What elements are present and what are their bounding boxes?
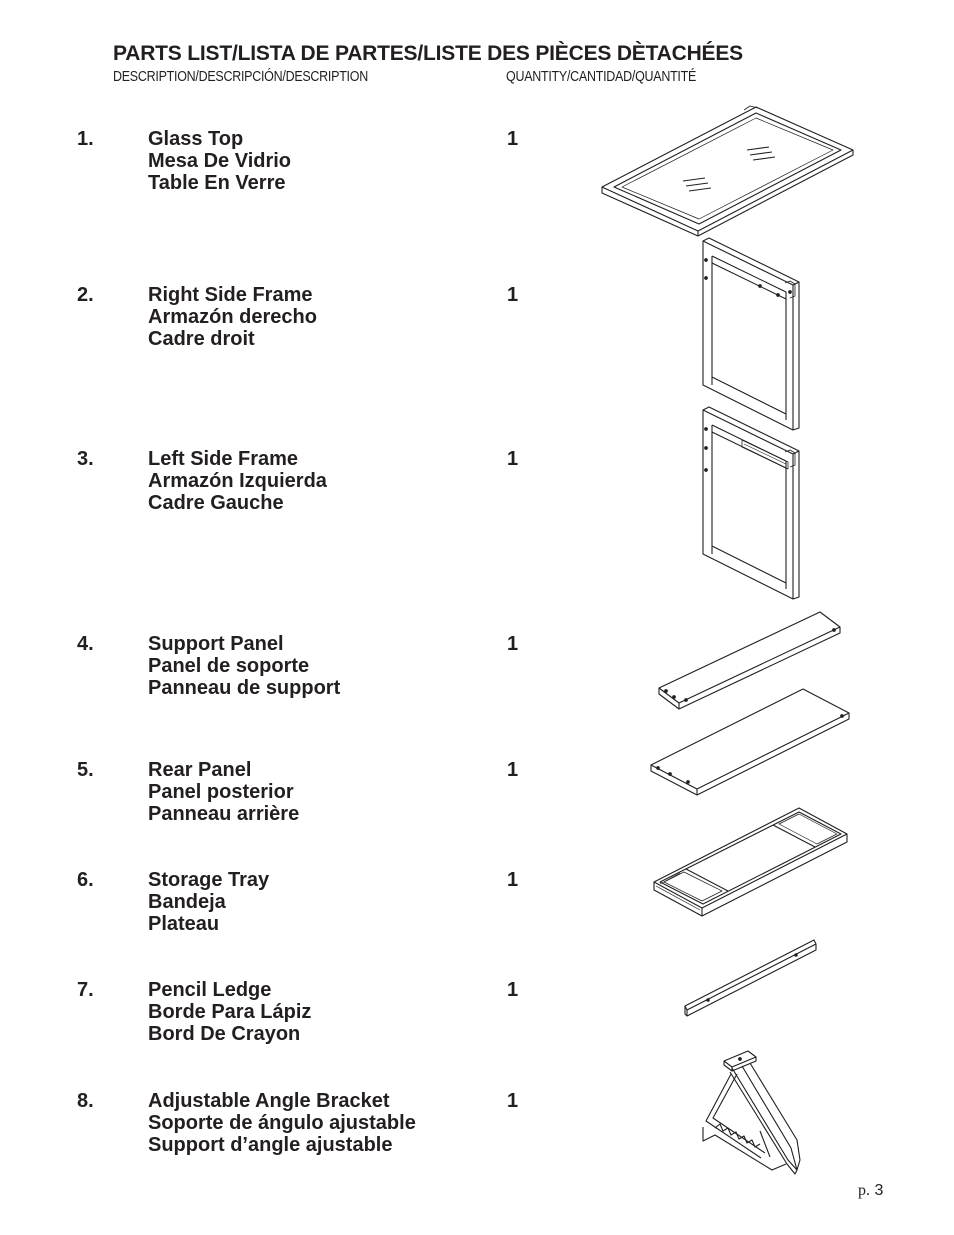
part-number: 8. (77, 1090, 94, 1112)
part-name-spanish: Armazón derecho (148, 306, 317, 328)
part-name-english: Storage Tray (148, 869, 270, 891)
part-name-english: Adjustable Angle Bracket (148, 1090, 390, 1112)
part-quantity: 1 (507, 1090, 519, 1112)
part-name-spanish: Armazón Izquierda (148, 470, 327, 492)
page-number: p. 3 (858, 1182, 883, 1200)
part-name-spanish: Borde Para Lápiz (148, 1001, 312, 1023)
part-number: 6. (77, 869, 94, 891)
part-name-spanish: Soporte de ángulo ajustable (148, 1112, 416, 1134)
part-number: 4. (77, 633, 94, 655)
part-names: Storage Tray Bandeja Plateau (148, 869, 269, 935)
part-name-english: Right Side Frame (148, 284, 313, 306)
part-names: Pencil Ledge Borde Para Lápiz Bord De Cr… (148, 979, 311, 1045)
part-quantity: 1 (507, 448, 519, 470)
part-name-french: Table En Verre (148, 172, 286, 194)
right-side-frame-icon (698, 236, 806, 434)
part-quantity: 1 (507, 633, 519, 655)
part-name-french: Cadre Gauche (148, 492, 284, 514)
part-names: Right Side Frame Armazón derecho Cadre d… (148, 284, 317, 350)
part-number: 2. (77, 284, 94, 306)
part-quantity: 1 (507, 869, 519, 891)
part-names: Support Panel Panel de soporte Panneau d… (148, 633, 340, 699)
part-name-english: Left Side Frame (148, 448, 299, 470)
part-number: 5. (77, 759, 94, 781)
page-number-prefix: p. (858, 1182, 870, 1199)
part-name-english: Pencil Ledge (148, 979, 272, 1001)
part-name-french: Plateau (148, 913, 220, 935)
part-names: Left Side Frame Armazón Izquierda Cadre … (148, 448, 327, 514)
part-number: 1. (77, 128, 94, 150)
part-quantity: 1 (507, 759, 519, 781)
support-panel-icon (654, 608, 846, 710)
part-number: 3. (77, 448, 94, 470)
quantity-column-header: QUANTITY/CANTIDAD/QUANTITÉ (506, 69, 697, 85)
part-names: Glass Top Mesa De Vidrio Table En Verre (148, 128, 291, 194)
part-name-spanish: Panel posterior (148, 781, 294, 803)
part-name-spanish: Mesa De Vidrio (148, 150, 292, 172)
part-name-english: Support Panel (148, 633, 284, 655)
part-name-french: Bord De Crayon (148, 1023, 301, 1045)
part-name-english: Rear Panel (148, 759, 252, 781)
part-quantity: 1 (507, 979, 519, 1001)
part-names: Adjustable Angle Bracket Soporte de ángu… (148, 1090, 416, 1156)
storage-tray-icon (648, 802, 852, 920)
left-side-frame-icon (698, 405, 806, 603)
rear-panel-icon (646, 684, 854, 796)
part-names: Rear Panel Panel posterior Panneau arriè… (148, 759, 299, 825)
angle-bracket-icon (700, 1048, 804, 1178)
description-column-header: DESCRIPTION/DESCRIPCIÓN/DESCRIPTION (113, 69, 368, 85)
part-name-french: Support d’angle ajustable (148, 1134, 393, 1156)
part-quantity: 1 (507, 128, 519, 150)
part-quantity: 1 (507, 284, 519, 306)
part-name-spanish: Panel de soporte (148, 655, 310, 677)
part-name-spanish: Bandeja (148, 891, 226, 913)
glass-top-icon (596, 102, 858, 236)
page-number-value: 3 (874, 1182, 884, 1199)
page-title: PARTS LIST/LISTA DE PARTES/LISTE DES PIÈ… (113, 42, 743, 65)
part-name-french: Cadre droit (148, 328, 255, 350)
part-number: 7. (77, 979, 94, 1001)
part-name-french: Panneau de support (148, 677, 341, 699)
part-name-french: Panneau arrière (148, 803, 300, 825)
pencil-ledge-icon (680, 936, 822, 1020)
part-name-english: Glass Top (148, 128, 244, 150)
